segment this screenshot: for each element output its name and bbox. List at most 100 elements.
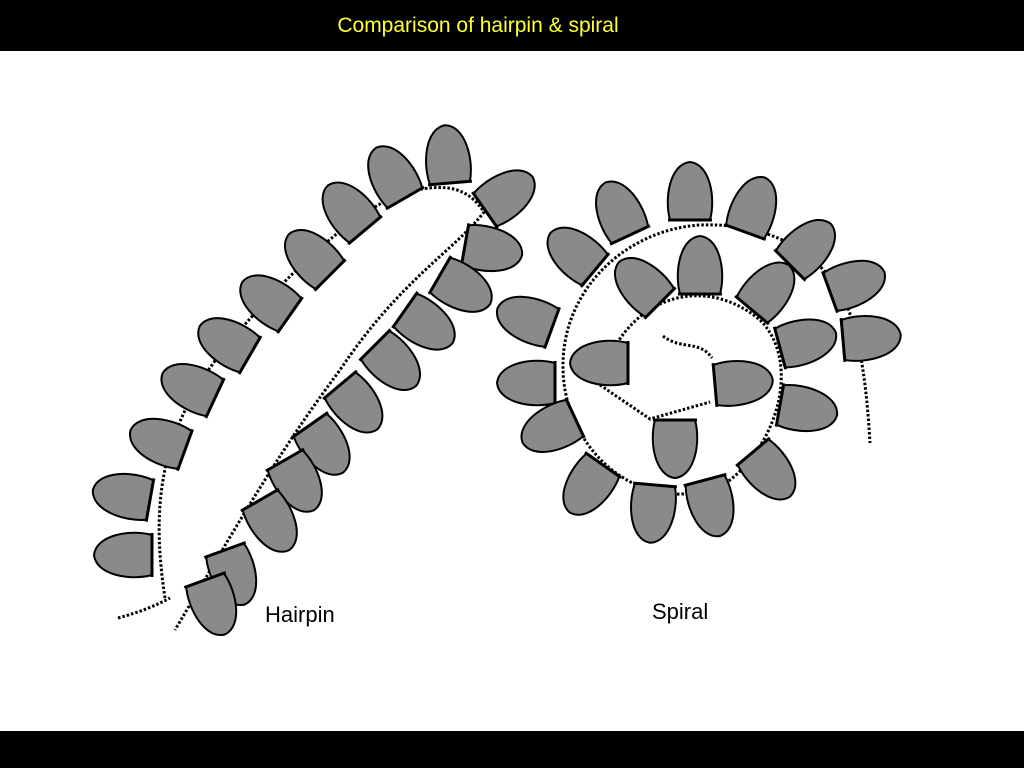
- spiral-unit: [520, 397, 586, 453]
- hairpin-spiral-diagram: Hairpin Spiral: [0, 51, 1024, 731]
- unit-lobe: [840, 315, 902, 362]
- unit-linker: [313, 258, 347, 292]
- unit-linker: [643, 286, 677, 320]
- unit-linker: [385, 185, 425, 211]
- unit-linker: [772, 326, 788, 370]
- spiral-unit: [821, 259, 886, 314]
- spiral-unit: [568, 339, 630, 387]
- unit-lobe: [266, 448, 323, 513]
- unit-lobe: [775, 384, 839, 433]
- title-bar: Comparison of hairpin & spiral: [0, 0, 1024, 51]
- unit-linker: [735, 436, 771, 468]
- hairpin-unit: [471, 169, 536, 229]
- figure-canvas: Hairpin Spiral: [0, 51, 1024, 731]
- unit-linker: [427, 255, 453, 295]
- unit-linker: [564, 397, 586, 439]
- hairpin-unit: [425, 124, 473, 187]
- unit-linker: [584, 451, 622, 479]
- hairpin-unit: [183, 571, 238, 636]
- spiral-unit: [651, 418, 699, 480]
- unit-lobe: [595, 180, 650, 245]
- hairpin-unit: [92, 531, 154, 579]
- hairpin-label: Hairpin: [265, 602, 335, 627]
- unit-linker: [347, 214, 383, 246]
- unit-linker: [358, 328, 392, 362]
- spiral-unit: [683, 472, 735, 538]
- unit-lobe: [367, 145, 424, 210]
- unit-linker: [839, 317, 847, 363]
- hairpin-unit: [367, 145, 425, 211]
- unit-linker: [723, 223, 767, 241]
- unit-linker: [203, 541, 247, 559]
- hairpin-tail-left: [117, 596, 171, 620]
- hairpin-unit: [265, 447, 323, 513]
- unit-linker: [774, 383, 786, 427]
- unit-lobe: [185, 571, 238, 636]
- spiral-unit: [735, 436, 797, 501]
- hairpin-unit: [459, 223, 524, 273]
- unit-linker: [543, 306, 561, 350]
- hairpin-unit: [358, 328, 422, 392]
- unit-lobe: [91, 472, 155, 521]
- hairpin-unit: [391, 291, 456, 351]
- hairpin-unit: [321, 181, 383, 246]
- spiral-unit: [595, 180, 651, 246]
- unit-lobe: [472, 169, 536, 228]
- hairpin-unit: [283, 228, 347, 292]
- unit-linker: [683, 472, 727, 488]
- spiral-label: Spiral: [652, 599, 708, 624]
- unit-lobe: [241, 488, 298, 553]
- slide-title: Comparison of hairpin & spiral: [337, 14, 619, 37]
- unit-linker: [609, 224, 651, 246]
- spiral-unit: [496, 295, 561, 350]
- spiral-unit: [774, 383, 839, 433]
- unit-lobe: [562, 452, 621, 516]
- spiral-unit: [546, 226, 611, 288]
- spiral-inner-backbone: [599, 334, 714, 421]
- unit-linker: [204, 377, 226, 419]
- spiral-unit: [773, 218, 837, 282]
- hairpin-unit: [322, 369, 384, 434]
- hairpin-unit: [91, 472, 156, 522]
- unit-lobe: [239, 274, 303, 333]
- spiral-unit: [630, 481, 678, 544]
- unit-linker: [459, 223, 471, 267]
- unit-linker: [427, 179, 473, 187]
- unit-lobe: [428, 256, 493, 313]
- spiral-unit: [711, 360, 774, 408]
- unit-lobe: [725, 176, 778, 241]
- unit-linker: [632, 481, 678, 489]
- unit-linker: [291, 411, 329, 439]
- unit-linker: [734, 294, 770, 326]
- hairpin-unit: [240, 487, 298, 553]
- unit-lobe: [520, 398, 585, 453]
- bottom-bar: [0, 731, 1024, 768]
- hairpin-unit: [197, 317, 263, 375]
- unit-linker: [237, 335, 263, 375]
- unit-lobe: [568, 339, 629, 387]
- unit-lobe: [495, 359, 556, 407]
- unit-lobe: [651, 419, 699, 480]
- unit-lobe: [425, 124, 472, 186]
- unit-lobe: [496, 295, 561, 348]
- unit-lobe: [92, 531, 153, 579]
- unit-lobe: [684, 473, 735, 538]
- unit-linker: [322, 369, 358, 401]
- unit-lobe: [197, 317, 262, 374]
- hairpin-unit: [427, 255, 493, 313]
- unit-lobe: [773, 318, 838, 369]
- unit-linker: [265, 447, 305, 473]
- unit-linker: [176, 428, 194, 472]
- spiral-unit: [723, 176, 778, 241]
- spiral-unit: [495, 359, 557, 407]
- unit-lobe: [630, 482, 677, 544]
- hairpin-unit: [160, 363, 226, 419]
- unit-linker: [579, 252, 611, 288]
- unit-lobe: [666, 160, 714, 221]
- unit-linker: [471, 191, 499, 229]
- hairpin-units: [91, 124, 536, 636]
- unit-lobe: [392, 292, 456, 351]
- unit-lobe: [821, 259, 886, 312]
- unit-linker: [711, 362, 719, 408]
- unit-linker: [276, 296, 304, 334]
